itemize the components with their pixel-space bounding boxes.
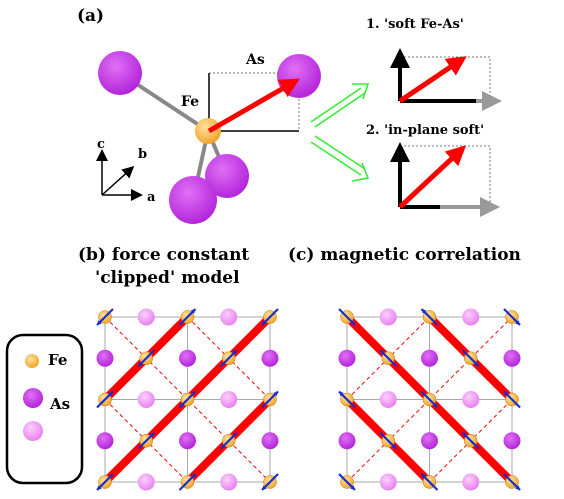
as-atom-light (137, 473, 155, 491)
fe-atom-label: Fe (181, 94, 200, 110)
as-atom-dark (96, 349, 114, 367)
spin-arrow-head (190, 309, 196, 314)
spin-arrow-head (179, 402, 185, 408)
spin-arrow-head (380, 350, 386, 356)
spin-arrow-head (138, 361, 144, 367)
option-2-diagram (390, 142, 500, 217)
as-atom-light (137, 391, 155, 408)
spin-arrow-head (97, 485, 102, 490)
as-atom (169, 176, 217, 224)
as-atom-dark (179, 349, 196, 367)
as-atom-dark (421, 432, 438, 450)
as-atom-dark (338, 349, 356, 367)
as-atom-light (462, 391, 480, 408)
green-arrow-down (314, 135, 366, 170)
as-atom-light (379, 308, 397, 326)
spin-arrow-head (515, 485, 520, 490)
axis-a-label: a (147, 190, 156, 205)
as-atom-dark (503, 349, 521, 367)
as-atom-light (379, 391, 397, 408)
as-atom-light (462, 308, 480, 326)
spin-arrow-head (391, 443, 397, 449)
panel-c-lattice (338, 308, 521, 491)
as-atom-light (220, 308, 238, 326)
as-atom-label: As (246, 52, 265, 68)
panel-b-lattice (96, 308, 279, 491)
axis-b-arrow (101, 165, 135, 196)
option-2-arrow (398, 145, 467, 209)
as-atom (98, 51, 142, 95)
weak-bond (104, 316, 271, 483)
option-2-box (399, 145, 491, 208)
legend-box (5, 333, 84, 485)
axes-triad (96, 149, 143, 201)
as-atom-light (379, 473, 397, 491)
spin-arrow-head (432, 402, 438, 408)
legend-as-light-icon (23, 421, 43, 441)
as-atom-dark (179, 432, 196, 450)
as-atom-light (220, 391, 238, 408)
panel-a-label: (a) (77, 6, 105, 26)
spin-arrow-head (220, 443, 226, 449)
spin-arrow-head (190, 474, 196, 479)
option-1-label: 1. 'soft Fe-As' (366, 17, 464, 32)
panel-b-caption-line1: (b) force constant (78, 245, 250, 265)
legend-fe-icon (25, 354, 39, 368)
as-atom-dark (261, 349, 279, 367)
spin-arrow-head (273, 391, 278, 397)
spin-arrow-head (149, 432, 155, 438)
spin-arrow-head (473, 361, 479, 367)
axis-c-label: c (97, 137, 105, 152)
as-atom-dark (338, 432, 356, 450)
spin-arrow-head (462, 432, 468, 438)
green-arrow-up (310, 87, 362, 123)
as-atom-dark (96, 432, 114, 450)
as-atom-dark (503, 432, 521, 450)
option-1-arrow (398, 56, 467, 104)
as-atom-dark (421, 349, 438, 367)
as-atom-displaced (277, 54, 321, 98)
legend-fe-label: Fe (48, 351, 68, 369)
as-atom-light (220, 473, 238, 491)
panel-b-caption-line2: 'clipped' model (95, 268, 240, 288)
spin-arrow-head (350, 320, 355, 325)
spin-arrow-head (515, 320, 520, 325)
option-2-label: 2. 'in-plane soft' (366, 123, 485, 138)
as-atom (205, 154, 249, 198)
spin-arrow-head (262, 485, 267, 490)
spin-arrow-head (108, 391, 113, 397)
legend-as-label: As (50, 395, 71, 413)
spin-arrow-head (421, 309, 427, 314)
legend (5, 333, 84, 485)
panel-c-caption: (c) magnetic correlation (288, 245, 521, 265)
as-atom-light (137, 308, 155, 326)
legend-as-icon (23, 388, 43, 408)
as-atom-dark (261, 432, 279, 450)
panel-a-structure (98, 51, 321, 224)
green-arrows (310, 83, 370, 182)
spin-arrow-head (339, 391, 344, 397)
displacement-arrow (207, 78, 301, 134)
option-1-diagram (390, 48, 502, 111)
spin-arrow-head (262, 320, 267, 325)
weak-bond (346, 316, 513, 483)
as-atom-light (462, 473, 480, 491)
axis-b-label: b (138, 147, 148, 162)
spin-arrow-head (231, 350, 237, 356)
spin-arrow-head (421, 474, 427, 479)
spin-arrow-head (504, 391, 509, 397)
spin-arrow-head (350, 485, 355, 490)
fe-atom (195, 118, 221, 144)
spin-arrow-head (97, 320, 102, 325)
